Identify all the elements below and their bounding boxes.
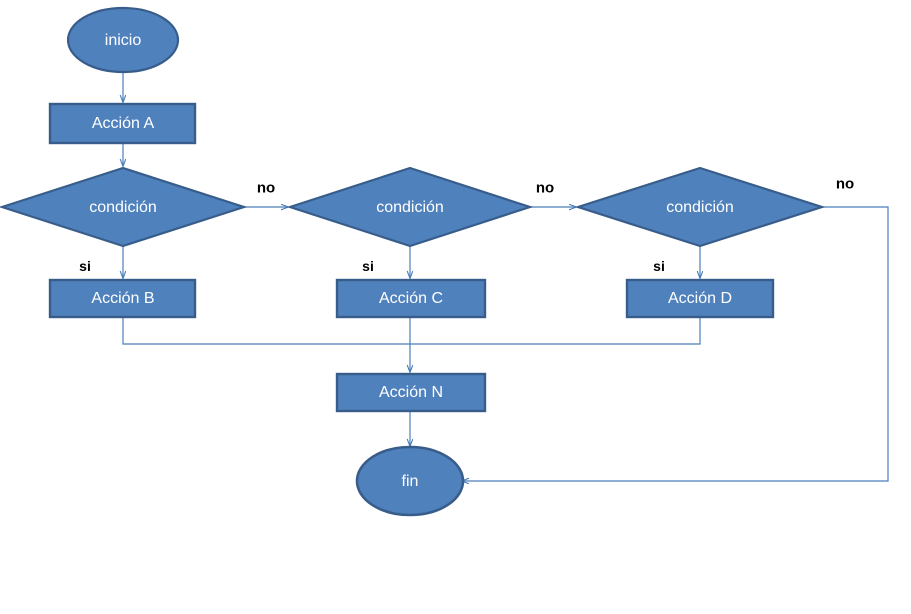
edge-label-no-1: no [256,179,276,197]
connector-group [122,72,889,481]
edge-label-no-2: no [535,179,555,197]
edge-label-no-3: no [835,175,855,193]
edge-label-si-1: si [79,258,91,274]
node-accion-a[interactable] [48,102,197,145]
node-accion-c[interactable] [335,278,487,319]
edge-label-si-3: si [653,258,665,274]
node-accion-b[interactable] [48,278,197,319]
node-condicion-3[interactable] [574,166,826,248]
node-fin[interactable] [355,445,465,517]
node-condicion-2[interactable] [286,166,534,248]
connector-merge-bus [122,317,701,345]
node-inicio[interactable] [66,6,180,74]
node-condicion-1[interactable] [0,166,248,248]
shape-group [0,6,826,517]
edge-label-si-2: si [362,258,374,274]
node-accion-d[interactable] [625,278,775,319]
connector-condicion-3-no-to-fin [462,206,889,481]
node-accion-n[interactable] [335,372,487,413]
